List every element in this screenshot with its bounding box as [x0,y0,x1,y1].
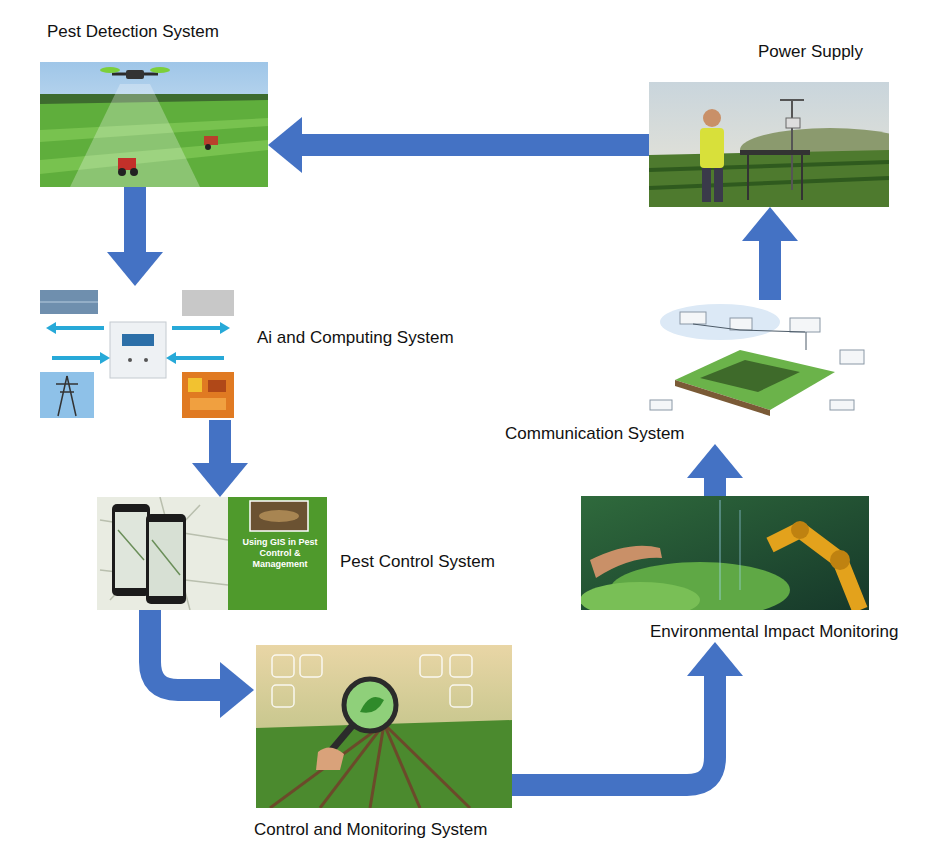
arrow-head [107,252,163,286]
picture-node: Power Supply [649,42,889,207]
picture-node: Communication System [505,300,868,444]
computing-hub-picture [37,286,237,420]
arrow-shaft [209,420,231,465]
arrow-shaft [512,674,715,785]
arrow-head [220,662,254,718]
arrow-shaft [759,239,781,300]
arrow-head [742,207,798,241]
picture-node: Control and Monitoring System [254,645,512,840]
arrow-shaft [704,476,726,496]
network-field-picture [645,300,868,420]
node-label: Control and Monitoring System [254,820,487,840]
block-arrow [687,444,743,496]
block-arrow [268,117,649,173]
block-arrow [150,610,254,718]
gis-phones-picture [97,497,327,610]
drone-field-picture [40,62,268,187]
robot-arm-picture [581,496,869,610]
arrow-head [268,117,302,173]
node-label: Environmental Impact Monitoring [650,622,899,642]
block-arrow [192,420,248,497]
block-arrow [107,187,163,286]
arrow-shaft [124,187,146,254]
node-label: Power Supply [758,42,863,62]
arrow-head [687,642,743,676]
field-station-picture [649,82,889,207]
node-label: Communication System [505,424,685,444]
crop-inspection-picture [256,645,512,808]
node-label: Ai and Computing System [257,328,454,348]
node-label: Pest Detection System [47,22,219,42]
arrow-shaft [150,610,222,690]
picture-node: Environmental Impact Monitoring [581,496,899,642]
picture-node: Pest Detection System [40,22,268,187]
picture-node: Ai and Computing System [37,286,454,420]
arrow-shaft [300,134,649,156]
block-arrow [742,207,798,300]
arrow-head [192,463,248,497]
block-arrow [512,642,743,785]
arrow-head [687,444,743,478]
picture-caption: Using GIS in Pest Control & Management [236,537,324,570]
node-label: Pest Control System [340,552,495,572]
